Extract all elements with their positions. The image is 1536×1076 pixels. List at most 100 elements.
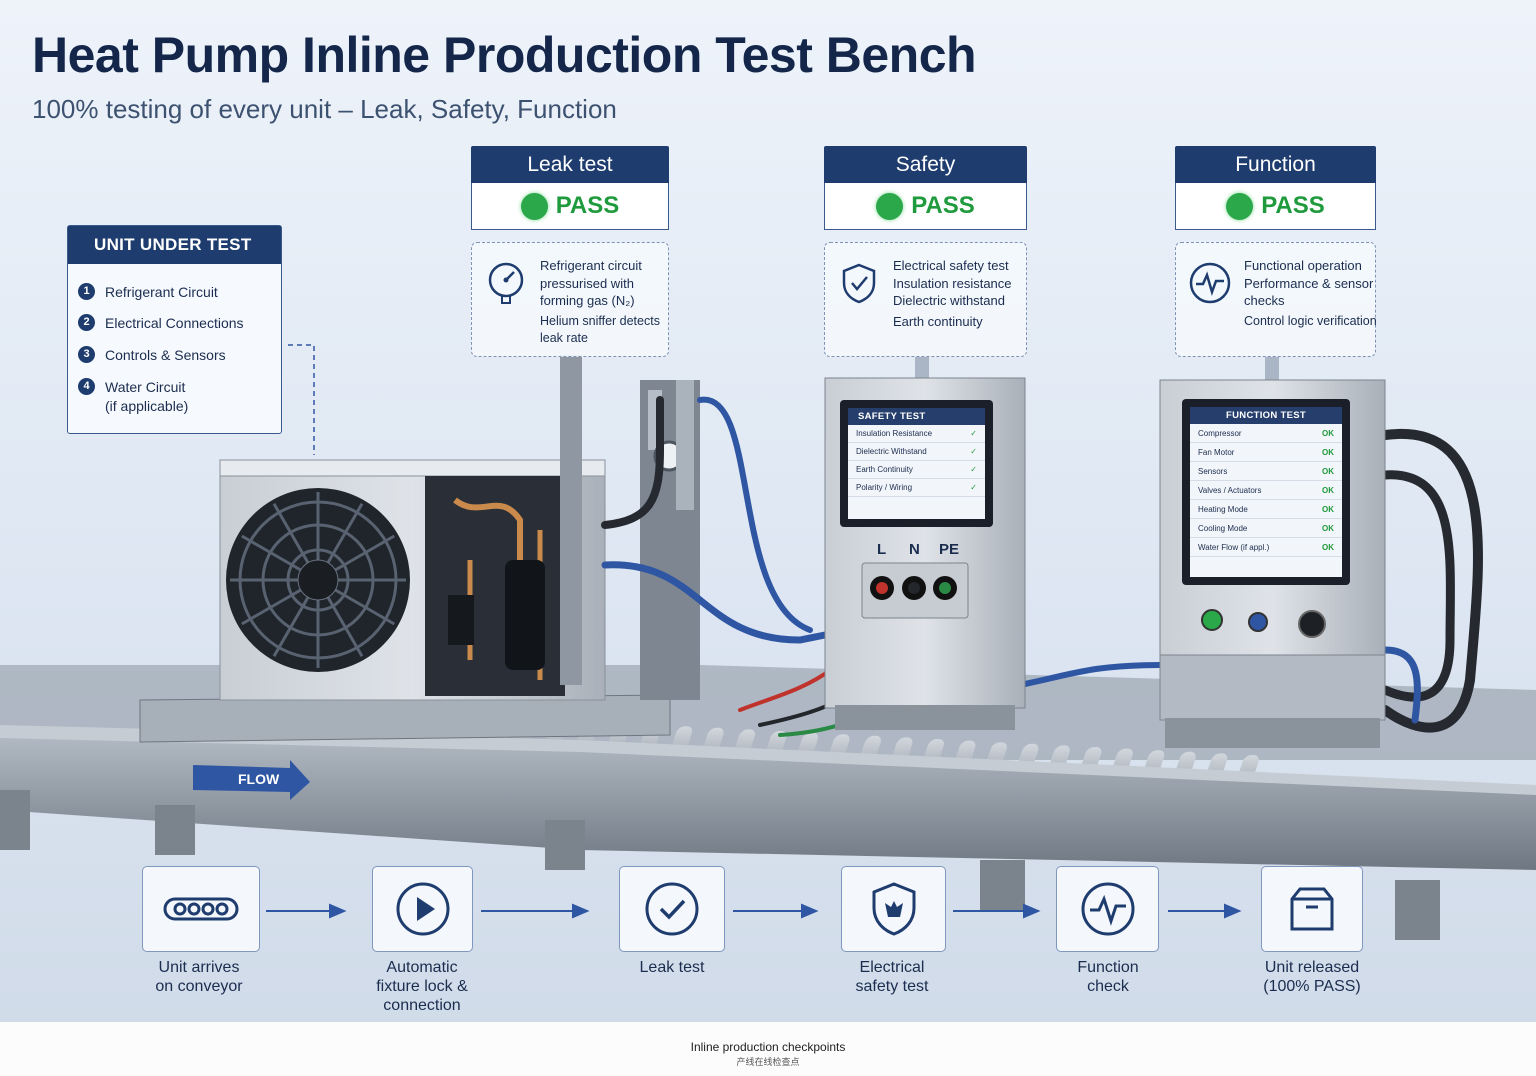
function-result-row: Fan Motor OK	[1190, 443, 1342, 462]
row-label: Compressor	[1198, 429, 1242, 438]
detail-line: Control logic verification	[1244, 313, 1377, 328]
station-details: Refrigerant circuit pressurised with for…	[471, 242, 669, 357]
step-label: Unit arrives on conveyor	[119, 958, 279, 996]
terminal-label-pe: PE	[939, 541, 960, 558]
function-result-row: Heating Mode OK	[1190, 500, 1342, 519]
uut-item-note: (if applicable)	[105, 398, 189, 414]
step-box-fixture	[372, 866, 473, 952]
box-icon	[1290, 887, 1334, 931]
station-details: Functional operation Performance & senso…	[1175, 242, 1377, 357]
detail-line: Helium sniffer detects	[540, 313, 660, 328]
detail-line: Performance & sensor	[1244, 275, 1374, 291]
flow-label: FLOW	[238, 771, 280, 787]
check-icon: ✓	[970, 447, 977, 456]
item-number-badge: 3	[78, 346, 95, 363]
status-led-icon	[1226, 192, 1254, 220]
station-title: Function	[1175, 146, 1376, 183]
row-result: OK	[1322, 524, 1334, 533]
row-label: Insulation Resistance	[856, 429, 933, 438]
row-result: OK	[1322, 486, 1334, 495]
step-label-line: (100% PASS)	[1263, 978, 1361, 995]
detail-line: leak rate	[540, 331, 588, 345]
step-box-function-check	[1056, 866, 1159, 952]
step-label: Automatic fixture lock & connection	[342, 958, 502, 1015]
step-label-line: Function	[1077, 959, 1139, 976]
check-circle-icon	[645, 882, 699, 936]
uut-item-label: Controls & Sensors	[105, 347, 226, 363]
page-subtitle: 100% testing of every unit – Leak, Safet…	[32, 94, 617, 124]
uut-item-label: Electrical Connections	[105, 315, 244, 331]
station-card-leak-test: Leak test PASS Refrigerant circuit press…	[471, 146, 669, 357]
detail-line: Dielectric withstand	[893, 293, 1005, 308]
step-box-unit-arrives	[142, 866, 260, 952]
row-label: Heating Mode	[1198, 505, 1248, 514]
row-label: Earth Continuity	[856, 465, 913, 474]
safety-result-row: Insulation Resistance ✓	[848, 425, 985, 443]
function-result-row: Valves / Actuators OK	[1190, 481, 1342, 500]
status-text: PASS	[555, 192, 620, 219]
figure-caption: Inline production checkpoints 产线在线检查点	[0, 1022, 1536, 1076]
flow-arrow	[193, 760, 310, 800]
station-card-function: Function PASS Functional operation Perfo…	[1175, 146, 1377, 357]
step-label-line: Automatic	[386, 959, 458, 976]
diagram-stage: Heat Pump Inline Production Test Bench 1…	[0, 27, 1536, 1015]
status-led-icon	[876, 192, 904, 220]
status-badge: PASS	[1175, 183, 1376, 230]
fan-guard-ring	[238, 500, 398, 660]
caption-line: Inline production checkpoints	[690, 1040, 846, 1054]
step-box-electrical-safety	[841, 866, 946, 952]
terminal-label-n: N	[909, 541, 920, 558]
heat-pump-unit	[219, 459, 606, 701]
safety-result-row: Dielectric Withstand ✓	[848, 443, 985, 461]
row-result: OK	[1322, 448, 1334, 457]
pressure-gauge-icon	[488, 262, 524, 304]
screen-title: SAFETY TEST	[848, 408, 985, 425]
terminal-label-l: L	[877, 541, 887, 558]
conveyor-icon	[163, 897, 239, 921]
step-label-line: check	[1087, 978, 1129, 995]
shield-icon	[872, 882, 915, 936]
unit-under-test-panel: UNIT UNDER TEST 1 Refrigerant Circuit 2 …	[67, 225, 282, 434]
item-number-badge: 2	[78, 314, 95, 331]
step-label-line: Unit arrives	[158, 959, 240, 976]
fan-guard-ring	[261, 523, 375, 637]
row-label: Sensors	[1198, 467, 1228, 476]
pulse-icon	[1081, 882, 1134, 936]
detail-line: Earth continuity	[893, 313, 983, 329]
function-result-row: Water Flow (if appl.)OK	[1190, 538, 1342, 557]
page-title: Heat Pump Inline Production Test Bench	[32, 27, 977, 83]
row-label: Water Flow (if appl.)	[1198, 543, 1270, 552]
uut-heading: UNIT UNDER TEST	[68, 226, 281, 264]
step-label: Electrical safety test	[812, 958, 972, 996]
detail-line: pressurised with	[540, 275, 634, 291]
screen-title: FUNCTION TEST	[1190, 407, 1342, 424]
row-label: Dielectric Withstand	[856, 447, 927, 456]
step-label-line: safety test	[855, 978, 929, 995]
detail-line: Electrical safety test	[893, 258, 1009, 273]
process-arrows	[266, 903, 1242, 919]
safety-results-list: Insulation Resistance✓Dielectric Withsta…	[848, 425, 985, 497]
status-text: PASS	[911, 192, 975, 219]
station-details: Electrical safety test Insulation resist…	[824, 242, 1027, 357]
step-box-leak-test	[619, 866, 725, 952]
step-label-line: fixture lock &	[376, 978, 468, 995]
detail-line: Insulation resistance	[893, 275, 1012, 291]
row-label: Valves / Actuators	[1198, 486, 1262, 495]
status-text: PASS	[1261, 192, 1325, 219]
caption-line-zh: 产线在线检查点	[736, 1057, 800, 1067]
uut-leader-line	[288, 344, 315, 455]
step-box-unit-released	[1261, 866, 1363, 952]
fixture-plate	[139, 694, 671, 743]
check-icon: ✓	[970, 429, 977, 438]
row-result: OK	[1322, 505, 1334, 514]
check-icon: ✓	[970, 483, 977, 492]
safety-result-row: Polarity / Wiring✓	[848, 479, 985, 497]
fan-guard-ring	[286, 548, 350, 612]
row-label: Cooling Mode	[1198, 524, 1248, 533]
row-label: Fan Motor	[1198, 448, 1235, 457]
safety-test-screen: SAFETY TEST Insulation Resistance✓Dielec…	[840, 400, 993, 527]
step-label-line: on conveyor	[155, 978, 243, 995]
